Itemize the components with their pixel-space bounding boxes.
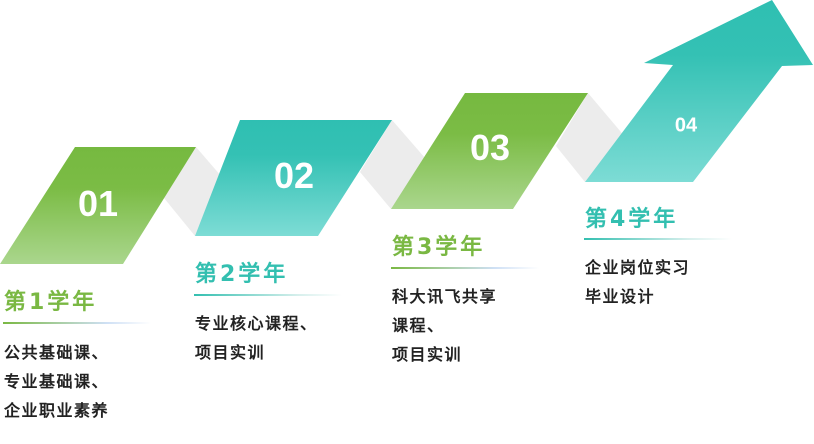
step-3-underline — [391, 267, 539, 269]
step-2-title: 第2学年 — [195, 262, 289, 287]
step-3-line: 科大讯飞共享 — [392, 287, 498, 306]
step-4-number: 04 — [674, 114, 698, 137]
step-1-line: 企业职业素养 — [4, 401, 110, 420]
step-1-description: 公共基础课、 专业基础课、 企业职业素养 — [4, 338, 109, 425]
step-3-number: 03 — [469, 127, 511, 168]
step-4-description: 企业岗位实习 毕业设计 — [585, 253, 690, 311]
step-2-description: 专业核心课程、 项目实训 — [195, 309, 318, 367]
step-1-number: 01 — [77, 183, 119, 224]
step-4-arrow — [585, 0, 813, 182]
step-3-line: 项目实训 — [392, 345, 463, 364]
step-1-title: 第1学年 — [4, 290, 98, 315]
step-2-underline — [194, 294, 342, 296]
step-4-line: 企业岗位实习 — [585, 258, 691, 277]
step-1-line: 公共基础课、 — [4, 343, 110, 362]
step-3-block — [391, 93, 588, 209]
step-1-underline — [3, 322, 151, 324]
step-2-line: 项目实训 — [195, 343, 266, 362]
connector-3-4 — [556, 93, 626, 182]
step-4-line: 毕业设计 — [585, 287, 656, 306]
step-1-block — [0, 147, 196, 264]
step-2-number: 02 — [273, 155, 315, 196]
step-2-line: 专业核心课程、 — [195, 314, 318, 333]
step-2-block — [195, 120, 392, 236]
connector-2-3 — [360, 120, 432, 209]
step-3-description: 科大讯飞共享 课程、 项目实训 — [392, 282, 497, 369]
step-4-title: 第4学年 — [585, 207, 679, 232]
step-1-line: 专业基础课、 — [4, 372, 110, 391]
step-3-line: 课程、 — [392, 316, 445, 335]
step-4-underline — [584, 238, 732, 240]
step-3-title: 第3学年 — [392, 235, 486, 260]
